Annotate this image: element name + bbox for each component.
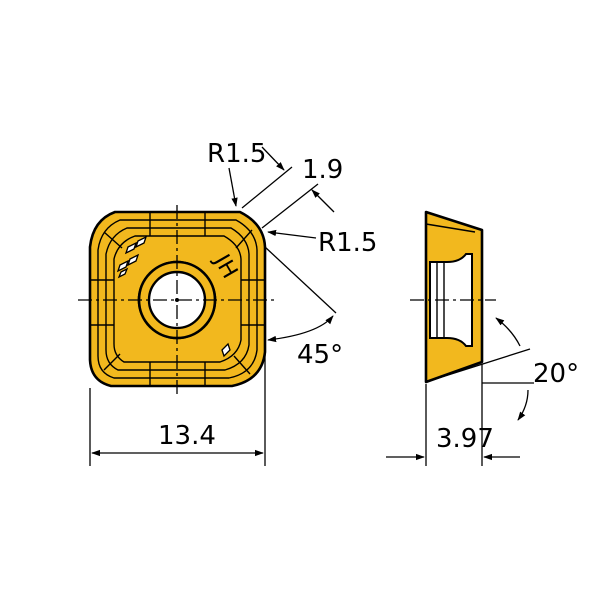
angle-arc xyxy=(267,315,334,343)
clearance-ext-line xyxy=(425,348,531,383)
top-view-dimensions: R1.5 1.9 R1.5 45° 13.4 xyxy=(89,139,377,466)
clearance-arc-upper xyxy=(495,317,521,347)
facet-dim-arrow-a xyxy=(261,146,285,171)
clearance-arc-lower xyxy=(517,389,529,421)
hole-section xyxy=(429,253,473,347)
top-view: JH xyxy=(78,205,278,395)
corner-radius-top-label: R1.5 xyxy=(207,139,266,169)
edge-ribs xyxy=(90,212,265,386)
side-view-dimensions: 20° 3.97 xyxy=(386,317,579,466)
facet-ext-line-b xyxy=(261,183,319,229)
corner-radius-side-leader xyxy=(267,229,317,239)
side-view xyxy=(410,210,496,384)
entering-angle-label: 45° xyxy=(297,340,343,370)
facet-width-label: 1.9 xyxy=(302,155,343,185)
facet-dim-arrow-b xyxy=(311,189,335,213)
clearance-angle-label: 20° xyxy=(533,359,579,389)
facet-ext-line-a xyxy=(241,166,293,209)
inscribed-size-label: 13.4 xyxy=(158,421,216,451)
chipbreaker-contour-inner xyxy=(113,235,242,363)
angle-ext-line xyxy=(264,246,337,314)
chipbreaker-contour-outer xyxy=(97,219,258,379)
chipbreaker-contour-mid xyxy=(105,227,250,371)
corner-radius-side-label: R1.5 xyxy=(318,228,377,258)
thickness-label: 3.97 xyxy=(436,424,494,454)
insert-side-facet xyxy=(425,223,476,233)
corner-radius-top-leader xyxy=(228,167,238,207)
diamond-marks xyxy=(116,235,231,358)
